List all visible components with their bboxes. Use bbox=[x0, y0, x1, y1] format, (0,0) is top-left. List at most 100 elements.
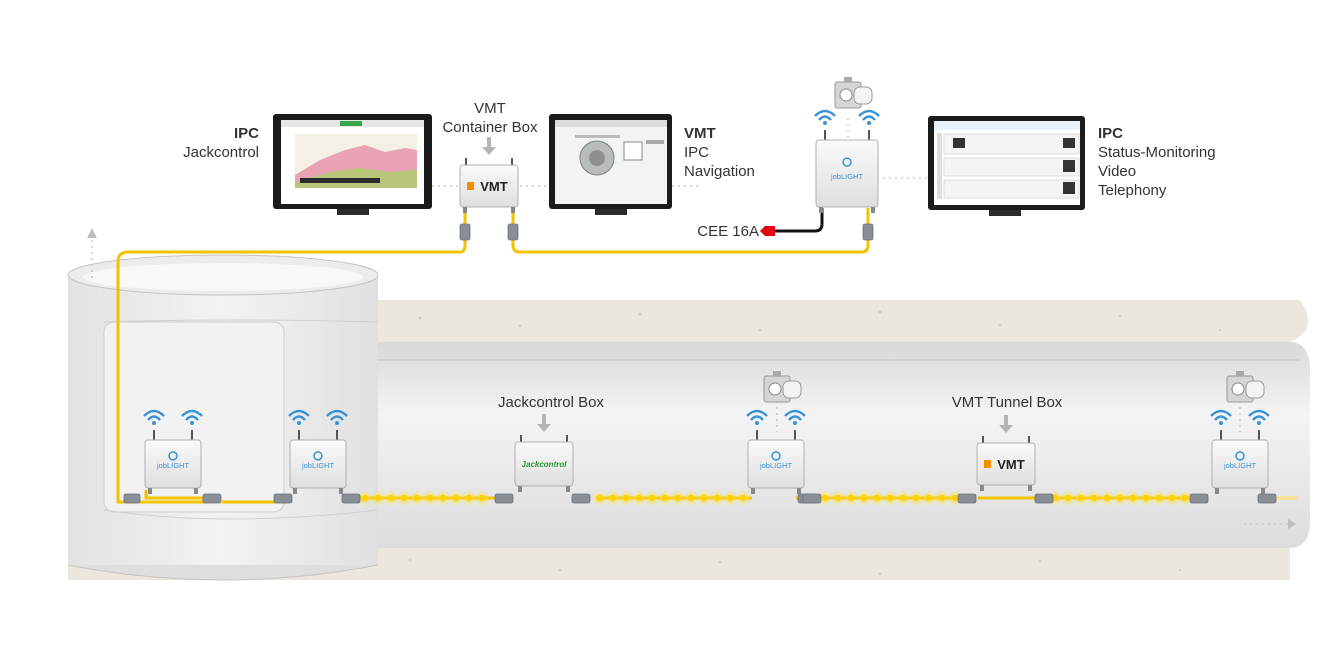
light-led bbox=[465, 494, 473, 502]
vmt-box: VMT bbox=[459, 137, 519, 213]
label-vmt-tunnel-box: VMT Tunnel Box bbox=[951, 394, 1063, 411]
label-vmt-container-line2: Container Box bbox=[442, 119, 538, 136]
light-led bbox=[1116, 494, 1124, 502]
light-led bbox=[925, 494, 933, 502]
light-led bbox=[452, 494, 460, 502]
label-ipc-status-monitoring: IPC Status-Monitoring Video Telephony bbox=[1098, 124, 1216, 200]
vmt-logo-text: VMT bbox=[480, 179, 508, 194]
light-led bbox=[873, 494, 881, 502]
joblight-label: jobLIGHT bbox=[301, 461, 335, 470]
monitor-ipc-status bbox=[928, 116, 1085, 216]
light-led bbox=[886, 494, 894, 502]
arrow-down-icon bbox=[537, 424, 551, 432]
light-led bbox=[834, 494, 842, 502]
light-led bbox=[860, 494, 868, 502]
wifi-icon bbox=[143, 409, 165, 425]
jackcontrol-box: Jackcontrol bbox=[514, 414, 574, 492]
monitor-ipc-jackcontrol bbox=[273, 114, 432, 215]
label-ipc-status-line1: Status-Monitoring bbox=[1098, 144, 1216, 161]
label-ipc-status-title: IPC bbox=[1098, 125, 1124, 142]
arrow-right-icon bbox=[1288, 519, 1296, 529]
vmt-box: VMT bbox=[976, 415, 1036, 491]
arrow-down-icon bbox=[999, 425, 1013, 433]
label-ipc-status-line2: Video bbox=[1098, 163, 1137, 180]
light-led bbox=[387, 494, 395, 502]
wifi-icon bbox=[858, 109, 880, 125]
light-led bbox=[1168, 494, 1176, 502]
label-jackcontrol-box: Jackcontrol Box bbox=[498, 394, 604, 411]
joblight-box: jobLIGHT bbox=[143, 409, 203, 494]
light-led bbox=[400, 494, 408, 502]
label-ipc-title: IPC bbox=[233, 125, 259, 142]
label-vmt-container-box: VMT Container Box bbox=[442, 99, 537, 137]
wifi-icon bbox=[1210, 409, 1232, 425]
power-cable bbox=[770, 208, 824, 233]
light-led bbox=[439, 494, 447, 502]
power-plug-icon bbox=[760, 226, 775, 236]
light-led bbox=[478, 494, 486, 502]
joblight-box: jobLIGHT bbox=[746, 409, 806, 494]
light-led bbox=[361, 494, 369, 502]
joblight-label: jobLIGHT bbox=[759, 461, 793, 470]
camera-icon bbox=[1226, 371, 1265, 403]
light-led bbox=[674, 494, 682, 502]
label-vmt-ipc-navigation: VMT IPC Navigation bbox=[684, 124, 755, 181]
light-led bbox=[899, 494, 907, 502]
light-led bbox=[687, 494, 695, 502]
light-led bbox=[622, 494, 630, 502]
joblight-box: jobLIGHT bbox=[1210, 409, 1270, 494]
vmt-logo-icon bbox=[467, 182, 474, 190]
camera-icon bbox=[763, 371, 802, 403]
light-led bbox=[1181, 494, 1189, 502]
joblight-logo-icon bbox=[842, 157, 852, 167]
light-led bbox=[426, 494, 434, 502]
light-led bbox=[726, 494, 734, 502]
light-led bbox=[713, 494, 721, 502]
light-led bbox=[1155, 494, 1163, 502]
light-led bbox=[413, 494, 421, 502]
light-led bbox=[951, 494, 959, 502]
joblight-logo-icon bbox=[168, 451, 178, 461]
wifi-icon bbox=[181, 409, 203, 425]
ground-top bbox=[375, 300, 1308, 342]
light-led bbox=[1077, 494, 1085, 502]
label-ipc-subtitle: Jackcontrol bbox=[183, 144, 259, 161]
light-led bbox=[1129, 494, 1137, 502]
light-led bbox=[1103, 494, 1111, 502]
light-led bbox=[700, 494, 708, 502]
joblight-label: jobLIGHT bbox=[830, 172, 864, 181]
light-led bbox=[1090, 494, 1098, 502]
light-led bbox=[938, 494, 946, 502]
joblight-box: jobLIGHT bbox=[288, 409, 348, 494]
vmt-logo-icon bbox=[984, 460, 991, 468]
vmt-logo-text: VMT bbox=[997, 457, 1025, 472]
joblight-label: jobLIGHT bbox=[156, 461, 190, 470]
light-led bbox=[739, 494, 747, 502]
light-led bbox=[847, 494, 855, 502]
joblight-label: jobLIGHT bbox=[1223, 461, 1257, 470]
joblight-box: jobLIGHT bbox=[814, 109, 880, 213]
label-vmt-title: VMT bbox=[684, 125, 716, 142]
light-led bbox=[374, 494, 382, 502]
monitor-vmt-navigation bbox=[549, 114, 672, 215]
label-ipc-status-line3: Telephony bbox=[1098, 182, 1167, 199]
light-led bbox=[661, 494, 669, 502]
jackcontrol-logo-text: Jackcontrol bbox=[522, 460, 568, 469]
camera-icon bbox=[834, 77, 873, 109]
label-vmt-line2: Navigation bbox=[684, 163, 755, 180]
joblight-logo-icon bbox=[313, 451, 323, 461]
light-led bbox=[821, 494, 829, 502]
wifi-icon bbox=[326, 409, 348, 425]
light-led bbox=[609, 494, 617, 502]
arrow-up-icon bbox=[87, 228, 97, 238]
wifi-icon bbox=[784, 409, 806, 425]
cable-connectors bbox=[123, 223, 1277, 504]
light-led bbox=[1064, 494, 1072, 502]
label-ipc-jackcontrol: IPC Jackcontrol bbox=[183, 124, 259, 162]
light-led bbox=[912, 494, 920, 502]
label-power: CEE 16A bbox=[697, 223, 759, 240]
wifi-icon bbox=[746, 409, 768, 425]
joblight-logo-icon bbox=[771, 451, 781, 461]
light-led bbox=[1142, 494, 1150, 502]
